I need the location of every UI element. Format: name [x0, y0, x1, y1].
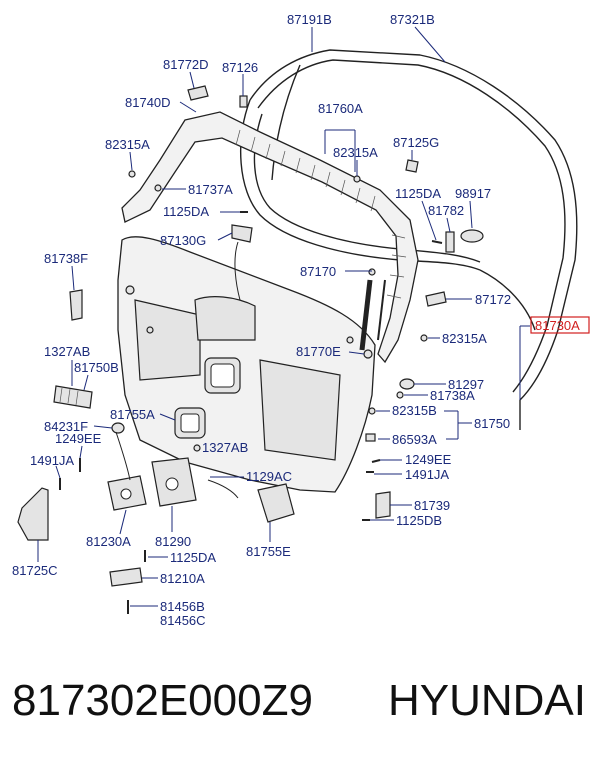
label-81210A: 81210A	[160, 571, 205, 586]
label-81737A: 81737A	[188, 182, 233, 197]
label-87130G: 87130G	[160, 233, 206, 248]
brand-name: HYUNDAI	[387, 676, 586, 725]
label-1125DA-bottom: 1125DA	[170, 550, 216, 565]
label-81730A: 81730A	[535, 318, 580, 333]
label-1327AB-right: 1327AB	[202, 440, 248, 455]
label-81738F: 81738F	[44, 251, 88, 266]
part-labels: 87191B 87321B 81772D 87126 81740D 81760A…	[12, 12, 590, 628]
label-1491JA-left: 1491JA	[30, 453, 74, 468]
label-81456B: 81456B	[160, 599, 205, 614]
part-number: 817302E000Z9	[12, 676, 313, 725]
upper-garnish	[121, 111, 419, 364]
label-81738A: 81738A	[430, 388, 475, 403]
label-82315A-top: 82315A	[333, 145, 378, 160]
label-81750: 81750	[474, 416, 510, 431]
footer-caption: 817302E000Z9 HYUNDAI	[0, 676, 600, 736]
label-81755A: 81755A	[110, 407, 155, 422]
label-87191B: 87191B	[287, 12, 332, 27]
label-84231F: 84231F	[44, 419, 88, 434]
label-81290: 81290	[155, 534, 191, 549]
label-87172: 87172	[475, 292, 511, 307]
label-87125G: 87125G	[393, 135, 439, 150]
label-82315A-left: 82315A	[105, 137, 150, 152]
label-81782: 81782	[428, 203, 464, 218]
label-1491JA-right: 1491JA	[405, 467, 449, 482]
label-87170: 87170	[300, 264, 336, 279]
weatherstrip-seals	[239, 49, 578, 430]
highlight-box	[530, 316, 590, 334]
label-81230A: 81230A	[86, 534, 131, 549]
leader-lines	[37, 26, 530, 607]
label-1125DA-right: 1125DA	[395, 186, 441, 201]
label-87126: 87126	[222, 60, 258, 75]
gas-strut	[359, 268, 386, 359]
small-parts	[17, 85, 484, 614]
label-1327AB-left: 1327AB	[44, 344, 90, 359]
label-81760A: 81760A	[318, 101, 363, 116]
label-81755E: 81755E	[246, 544, 291, 559]
label-81456C: 81456C	[160, 613, 206, 628]
label-87321B: 87321B	[390, 12, 435, 27]
label-81739: 81739	[414, 498, 450, 513]
label-98917: 98917	[455, 186, 491, 201]
label-81725C: 81725C	[12, 563, 58, 578]
label-1249EE-left: 1249EE	[55, 431, 102, 446]
label-81750B: 81750B	[74, 360, 119, 375]
label-1249EE-right: 1249EE	[405, 452, 452, 467]
label-81297: 81297	[448, 377, 484, 392]
label-81772D: 81772D	[163, 57, 209, 72]
label-1125DA-top: 1125DA	[163, 204, 209, 219]
label-82315B: 82315B	[392, 403, 437, 418]
label-86593A: 86593A	[392, 432, 437, 447]
parts-diagram: 87191B 87321B 81772D 87126 81740D 81760A…	[12, 12, 590, 628]
label-81770E: 81770E	[296, 344, 341, 359]
label-1129AC: 1129AC	[246, 469, 292, 484]
label-81740D: 81740D	[125, 95, 171, 110]
label-1125DB: 1125DB	[396, 513, 442, 528]
label-82315A-right: 82315A	[442, 331, 487, 346]
